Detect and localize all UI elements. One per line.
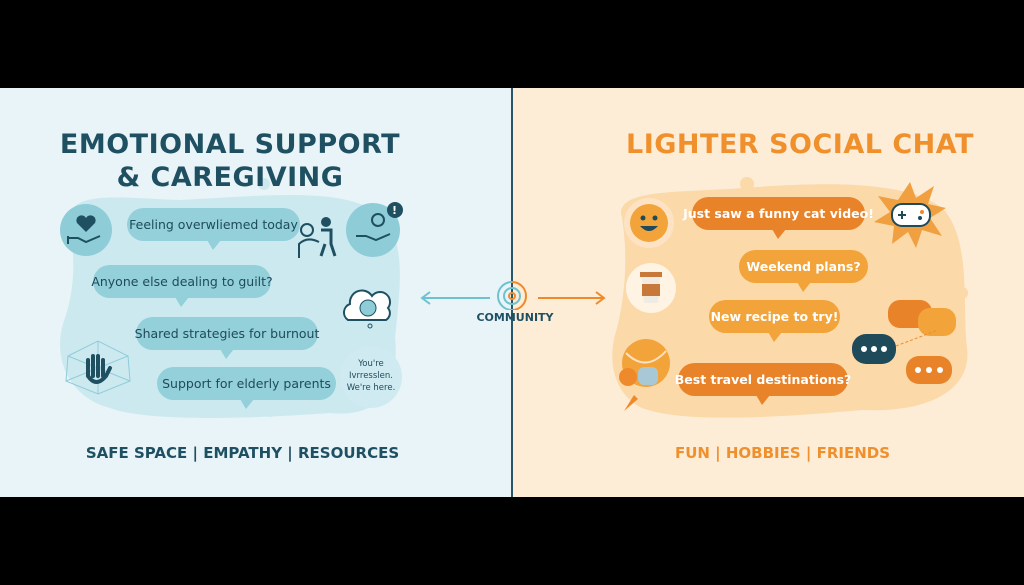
title-line: EMOTIONAL SUPPORT: [59, 129, 401, 160]
coffee-cup-icon: [626, 263, 676, 313]
chat-bubble: Shared strategies for burnout: [135, 317, 319, 359]
title-line: & CAREGIVING: [116, 162, 344, 193]
bubble-line: We're here.: [346, 383, 396, 393]
chat-bubble: New recipe to try!: [709, 300, 840, 342]
right-footer: FUN | HOBBIES | FRIENDS: [674, 444, 891, 462]
community-ring-icon: [497, 281, 527, 310]
chat-bubble: Support for elderly parents: [157, 367, 336, 409]
right-title: LIGHTER SOCIAL CHAT: [626, 129, 974, 160]
chat-bubble: Weekend plans?: [739, 250, 868, 292]
bubble-line: Ivrresslen.: [349, 371, 393, 381]
ball-icon: [619, 339, 670, 411]
community-label: COMMUNITY: [476, 311, 554, 324]
community-arrows: [420, 281, 606, 310]
chat-bubble: Feeling overwliemed today: [127, 208, 300, 250]
left-blob: [60, 178, 400, 418]
game-controller-icon: [874, 182, 946, 248]
smiley-icon: [624, 198, 674, 248]
right-arrow-icon: [538, 291, 606, 305]
chat-bubbles-icon: [852, 300, 956, 384]
chat-bubble: Best travel destinations?: [675, 363, 851, 405]
brain-cloud-icon: [343, 289, 391, 329]
network-hand-icon: [65, 340, 131, 395]
left-arrow-icon: [420, 291, 490, 305]
caregiver-icon: !: [346, 202, 403, 257]
left-title: EMOTIONAL SUPPORT & CAREGIVING: [20, 128, 440, 194]
infographic: EMOTIONAL SUPPORT & CAREGIVING LIGHTER S…: [0, 88, 1024, 497]
elderly-support-icon: [298, 217, 337, 258]
chat-bubble: Anyone else dealing to guilt?: [91, 265, 273, 307]
bubble-line: You're: [358, 359, 384, 369]
heart-hand-icon: [60, 204, 112, 256]
svg-text:!: !: [392, 204, 397, 217]
chat-bubble: Just saw a funny cat video!: [683, 197, 874, 239]
left-footer: SAFE SPACE | EMPATHY | RESOURCES: [85, 444, 400, 462]
left-panel: [0, 88, 512, 497]
reassurance-bubble: You're Ivrresslen. We're here.: [340, 346, 402, 408]
